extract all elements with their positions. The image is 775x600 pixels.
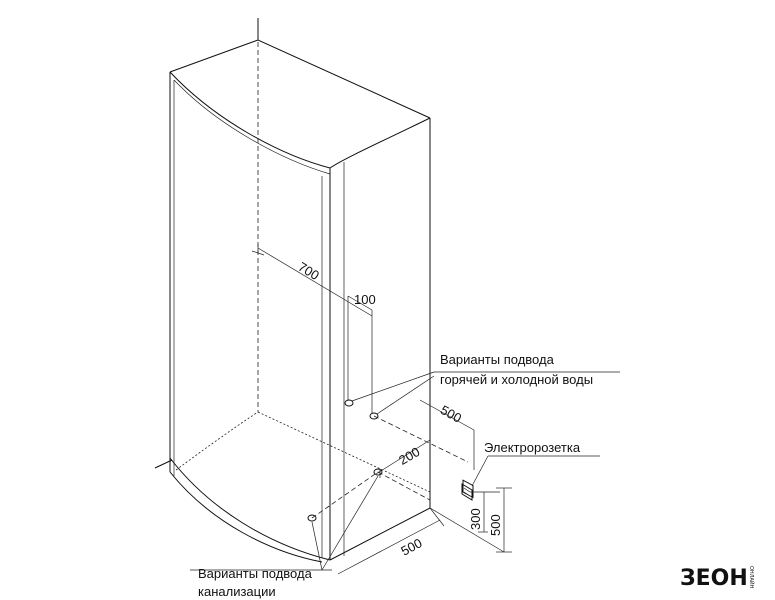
zeon-logo: ЗЕОН ОНЛАЙН	[680, 566, 755, 591]
dim-500-vertical-label: 500	[488, 514, 503, 536]
cabin-right-panel	[321, 118, 431, 560]
socket-leader	[471, 455, 600, 487]
drain-label-line1: Варианты подвода	[198, 566, 313, 581]
drain-point-2	[307, 514, 317, 522]
cabin-left-side	[169, 72, 175, 476]
dim-300-label: 300	[468, 508, 483, 530]
drain-point-1	[373, 468, 383, 476]
drain-leader	[190, 475, 379, 571]
dim-700-label: 700	[296, 259, 322, 283]
logo-subtext: ОНЛАЙН	[748, 566, 755, 589]
drain-label-line2: канализации	[198, 584, 276, 599]
water-to-socket-line	[373, 415, 469, 463]
water-leader	[351, 371, 620, 415]
drain-to-wall-line	[377, 471, 431, 501]
water-inlet-cold	[369, 412, 379, 420]
water-label-line2: горячей и холодной воды	[440, 372, 593, 387]
dim-200	[375, 439, 431, 478]
dim-500-bottom-label: 500	[398, 535, 424, 558]
socket-icon	[461, 479, 474, 501]
water-label-line1: Варианты подвода	[440, 352, 555, 367]
dim-100	[347, 295, 373, 414]
cabin-base	[169, 411, 431, 563]
dim-700	[251, 244, 373, 317]
dim-500-top	[419, 399, 475, 470]
dim-500-bottom	[337, 507, 445, 575]
cabin-top	[169, 39, 431, 175]
logo-text: ЗЕОН	[680, 566, 748, 591]
drain-connect-line	[311, 471, 379, 519]
dim-100-label: 100	[354, 292, 376, 307]
socket-label: Электророзетка	[484, 440, 581, 455]
dim-vertical	[429, 487, 512, 553]
water-inlet-hot	[344, 399, 354, 407]
wall-floor-line	[154, 459, 173, 469]
